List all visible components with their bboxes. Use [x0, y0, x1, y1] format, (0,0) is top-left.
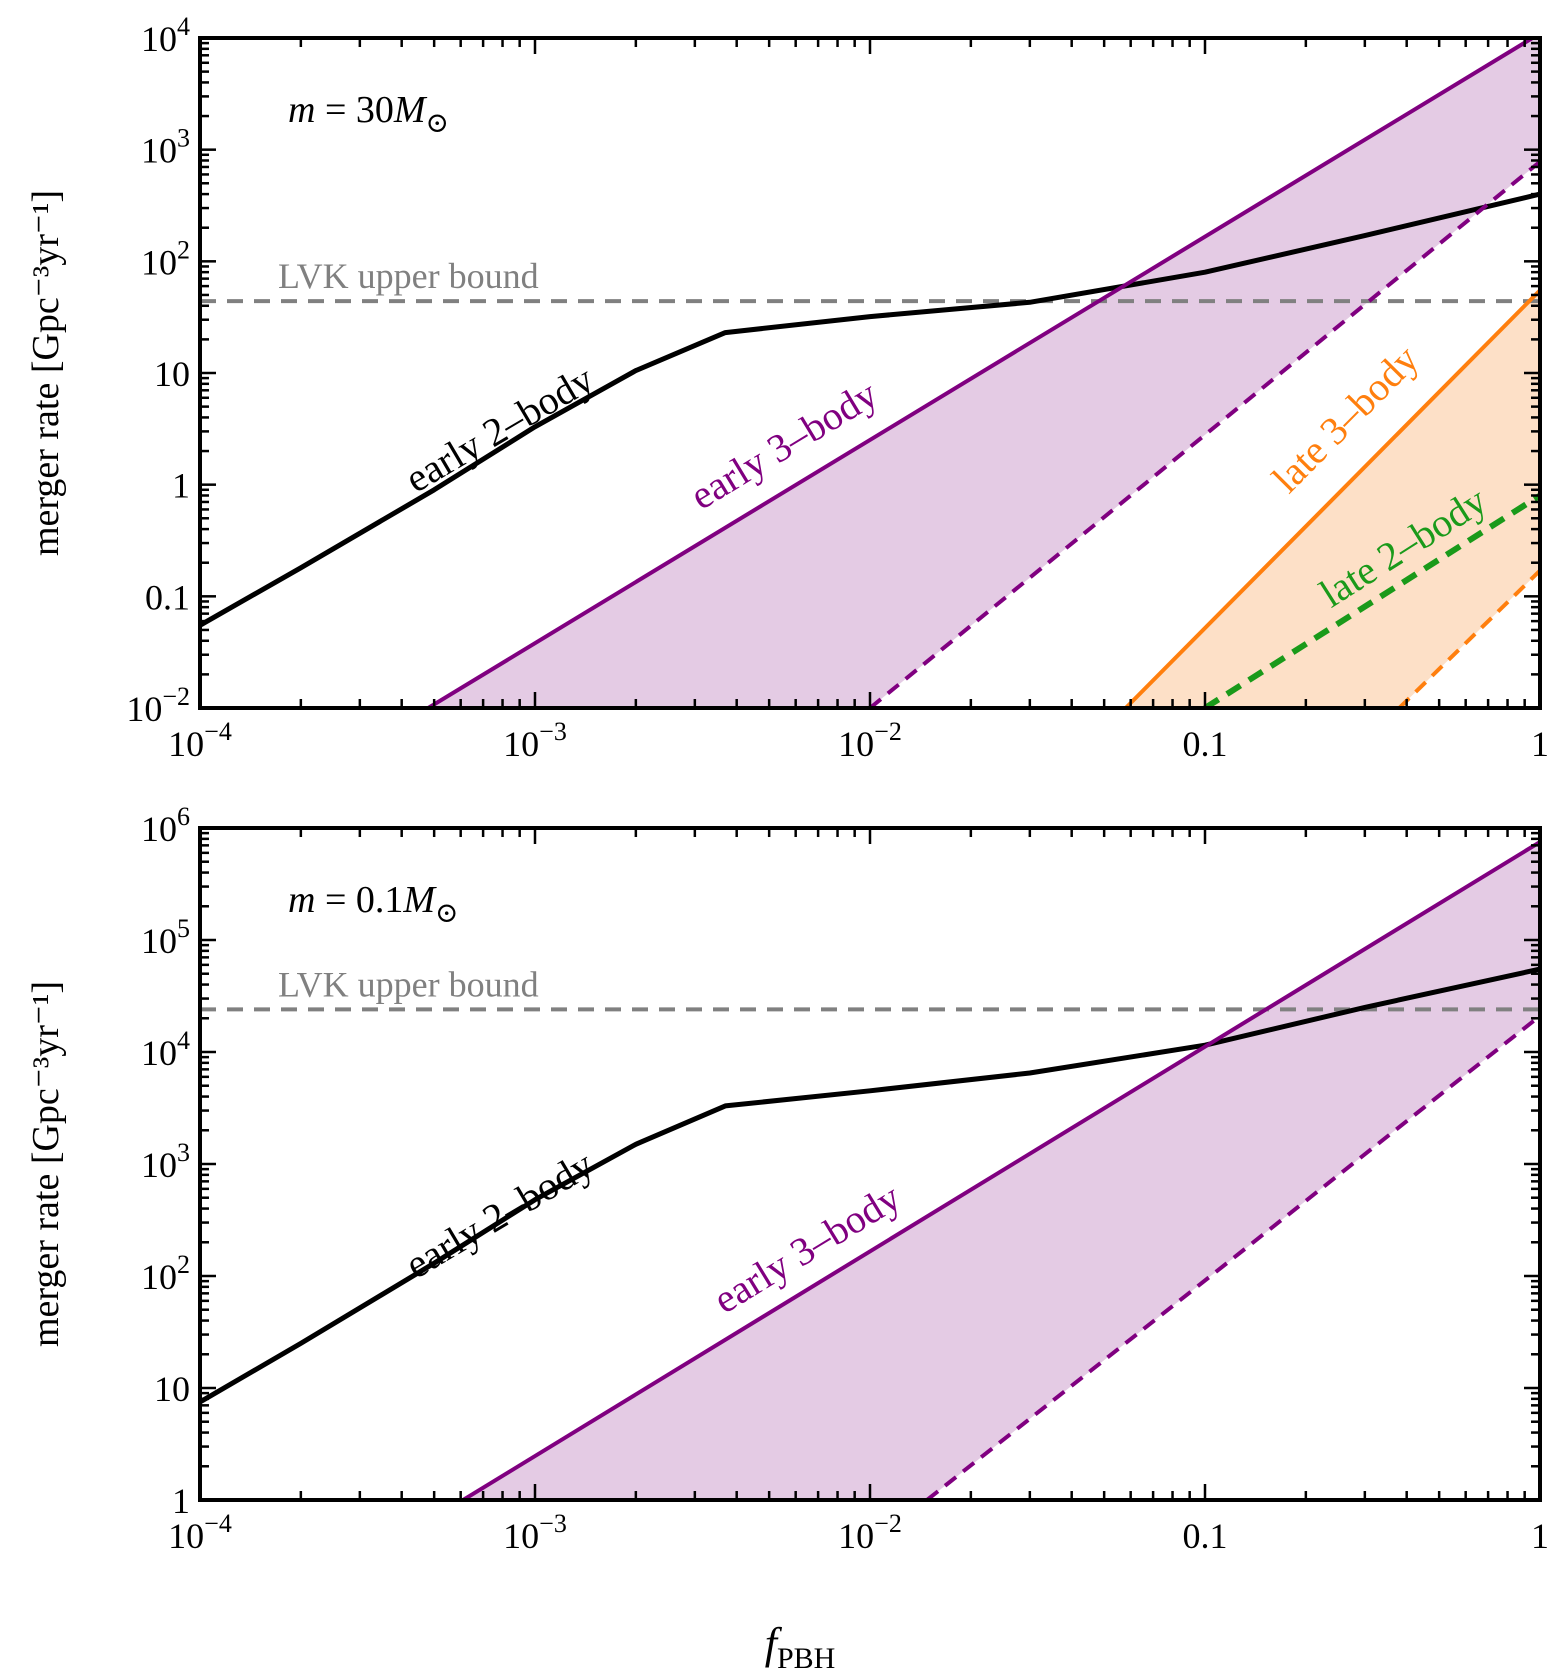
y-tick-label: 102 — [141, 235, 190, 282]
series-late3_upper — [1124, 288, 1540, 708]
y-tick-label: 106 — [141, 802, 190, 849]
y-tick-label: 10−2 — [126, 682, 190, 729]
x-tick-label: 1 — [1531, 1516, 1549, 1556]
y-axis-label: merger rate [Gpc⁻³yr⁻¹] — [25, 981, 67, 1347]
series-early2 — [200, 966, 1540, 1405]
x-tick-label: 0.1 — [1183, 1516, 1228, 1556]
x-tick-label: 10−4 — [168, 1509, 232, 1556]
series-early3_upper — [462, 840, 1540, 1500]
series-early3_lower — [925, 1014, 1540, 1500]
lvk-bound-label: LVK upper bound — [278, 256, 539, 296]
curve-annotation: early 2–body — [397, 356, 601, 501]
x-tick-label: 1 — [1531, 724, 1549, 764]
x-axis-label-sub: PBH — [777, 1642, 835, 1675]
x-tick-label: 10−3 — [503, 717, 567, 764]
series-early3_upper — [427, 38, 1537, 708]
curve-annotation: early 2–body — [397, 1141, 600, 1287]
x-tick-label: 10−4 — [168, 717, 232, 764]
plot-area — [200, 38, 1540, 708]
y-tick-label: 1 — [172, 466, 190, 506]
y-tick-label: 102 — [141, 1250, 190, 1297]
x-tick-label: 10−2 — [838, 1509, 902, 1556]
y-tick-label: 105 — [141, 914, 190, 961]
top-panel: 10−4 10−3 10−2 0.1 1 10−2 0.1 1 10 102 103 104 merge… — [25, 12, 1549, 764]
y-tick-label: 0.1 — [145, 577, 190, 617]
y-tick-label: 10 — [154, 354, 190, 394]
x-axis-label: fPBH — [765, 1619, 836, 1675]
series-late2 — [1203, 492, 1540, 708]
mass-label: m = 0.1M⊙ — [288, 879, 459, 929]
y-tick-label: 103 — [141, 124, 190, 171]
x-tick-label: 0.1 — [1183, 724, 1228, 764]
y-tick-label: 10 — [154, 1369, 190, 1409]
series-early3_lower — [868, 160, 1540, 708]
mass-label: m = 30M⊙ — [288, 89, 449, 139]
y-tick-label: 104 — [141, 1026, 190, 1073]
series-early2 — [200, 191, 1540, 628]
y-tick-label: 1 — [172, 1481, 190, 1521]
y-tick-label: 104 — [141, 12, 190, 59]
x-tick-label: 10−3 — [503, 1509, 567, 1556]
x-tick-label: 10−2 — [838, 717, 902, 764]
y-axis-label: merger rate [Gpc⁻³yr⁻¹] — [25, 190, 67, 556]
series-late3_lower — [1397, 569, 1540, 708]
y-tick-label: 103 — [141, 1138, 190, 1185]
svg-text:fPBH: fPBH — [765, 1619, 836, 1675]
bottom-panel: 10−4 10−3 10−2 0.1 1 1 10 102 103 104 105 106 merger… — [25, 802, 1549, 1556]
plot-area — [200, 840, 1540, 1500]
lvk-bound-label: LVK upper bound — [278, 964, 539, 1004]
